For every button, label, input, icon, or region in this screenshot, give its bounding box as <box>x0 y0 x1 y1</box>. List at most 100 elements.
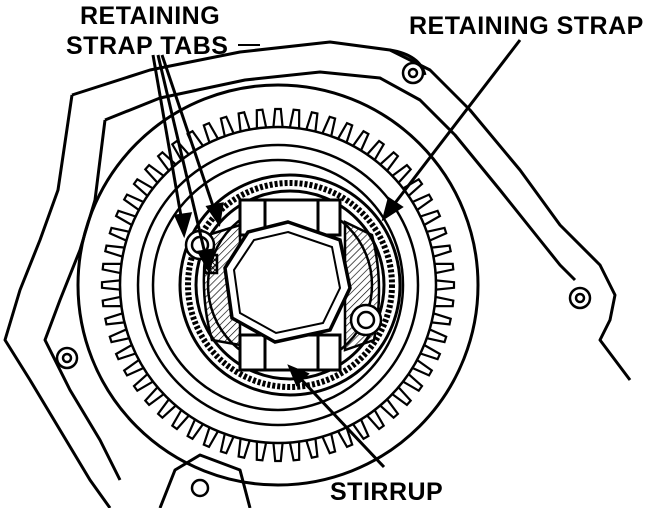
gear-tooth <box>108 328 130 344</box>
label-retaining-strap-tabs-line2: STRAP TABS <box>66 32 228 60</box>
gear-tooth <box>305 438 319 459</box>
gear-tooth <box>255 108 268 129</box>
bolt-hole-left <box>55 346 79 370</box>
arrowhead-tabs-2 <box>196 248 215 275</box>
gear-tooth <box>305 111 319 132</box>
leader-lines <box>151 39 522 469</box>
leader-tabs-1 <box>151 54 184 223</box>
gear-tooth <box>391 163 413 184</box>
ring-gear-teeth <box>100 107 456 463</box>
gear-tooth <box>219 115 235 137</box>
arrowhead-tabs-1 <box>173 212 193 239</box>
label-stirrup: STIRRUP <box>330 478 443 506</box>
gear-tooth <box>272 442 284 463</box>
arrowhead-tabs-3 <box>205 202 224 227</box>
leader-tabs-2 <box>156 54 208 259</box>
gear-tooth <box>101 262 122 275</box>
gear-tooth <box>202 427 219 449</box>
gear-tooth <box>288 441 301 462</box>
gear-tooth <box>434 295 455 308</box>
bolt-hole-bottom <box>190 478 210 498</box>
ring-gear-root <box>118 125 438 445</box>
bolt-hole-right <box>568 286 592 310</box>
arrowhead-stirrup <box>287 364 310 387</box>
gear-tooth <box>337 427 354 449</box>
gear-tooth <box>321 433 337 455</box>
outer-housing-ring <box>76 83 480 487</box>
outer-rings <box>76 83 480 487</box>
gear-tooth <box>321 115 337 137</box>
bolt-hole-left-inner <box>61 352 73 364</box>
gear-tooth <box>104 244 125 258</box>
gear-tooth <box>412 193 434 211</box>
gear-tooth <box>272 107 284 128</box>
leader-stirrup <box>296 374 386 469</box>
gear-tooth <box>431 312 452 326</box>
bolt-hole-right-inner <box>574 292 586 304</box>
stirrup-assembly <box>223 198 352 372</box>
gear-tooth <box>101 295 122 308</box>
gear-tooth <box>132 177 154 197</box>
gear-tooth <box>366 409 386 431</box>
gear-tooth <box>156 150 177 172</box>
gear-tooth <box>219 433 235 455</box>
strap-tab-roller-right-core <box>356 310 376 330</box>
gear-tooth <box>132 373 154 393</box>
gear-tooth <box>426 328 448 344</box>
label-retaining-strap: RETAINING STRAP <box>409 12 644 40</box>
gear-tooth <box>170 139 190 161</box>
gear-tooth <box>104 312 125 326</box>
gear-tooth <box>431 244 452 258</box>
gear-tooth <box>186 419 204 441</box>
gear-tooth <box>420 344 442 361</box>
gear-tooth <box>122 193 144 211</box>
label-retaining-strap-tabs-line1: RETAINING <box>80 2 220 30</box>
gear-tooth <box>202 121 219 143</box>
gear-tooth <box>114 344 136 361</box>
gear-tooth <box>412 359 434 377</box>
retaining-strap-outer <box>178 173 402 397</box>
gear-tooth <box>288 108 301 129</box>
retaining-strap-band <box>185 180 395 390</box>
gear-tooth <box>426 226 448 242</box>
leader-strap <box>390 39 522 208</box>
gear-tooth <box>352 129 370 151</box>
carrier-ring <box>151 158 405 412</box>
housing-inner-edge <box>104 70 577 282</box>
gear-tooth <box>143 163 165 184</box>
gear-tooth <box>379 398 400 420</box>
gear-tooth <box>237 438 251 459</box>
housing-outer-edge <box>71 40 632 381</box>
bolt-hole-top-inner <box>407 67 419 79</box>
hex-hub-inner <box>232 230 342 335</box>
gear-tooth <box>366 139 386 161</box>
gear-tooth <box>237 111 251 132</box>
housing-left-edge <box>3 94 112 508</box>
gear-tooth <box>391 386 413 407</box>
gear-tooth <box>420 209 442 226</box>
bolt-hole-top <box>401 61 425 85</box>
retaining-strap-tabs <box>184 229 383 337</box>
bolt-holes <box>55 61 592 498</box>
hex-hub <box>223 220 352 344</box>
gear-tooth <box>100 279 121 291</box>
gear-tooth <box>379 150 400 172</box>
gear-tooth <box>255 441 268 462</box>
arrowhead-strap <box>381 196 404 222</box>
leader-tabs-3 <box>160 54 217 213</box>
ring-gear-inner-ring <box>136 143 420 427</box>
retaining-strap-inner <box>194 189 386 381</box>
gear-tooth <box>143 386 165 407</box>
gear-tooth <box>435 279 456 291</box>
gear-tooth <box>114 209 136 226</box>
gear-tooth <box>122 359 144 377</box>
gear-tooth <box>108 226 130 242</box>
gear-tooth <box>337 121 354 143</box>
gear-tooth <box>402 373 424 393</box>
gear-tooth <box>434 262 455 275</box>
strap-tab-roller-right <box>349 303 383 337</box>
gear-tooth <box>156 398 177 420</box>
gear-tooth <box>352 419 370 441</box>
gear-tooth <box>170 409 190 431</box>
